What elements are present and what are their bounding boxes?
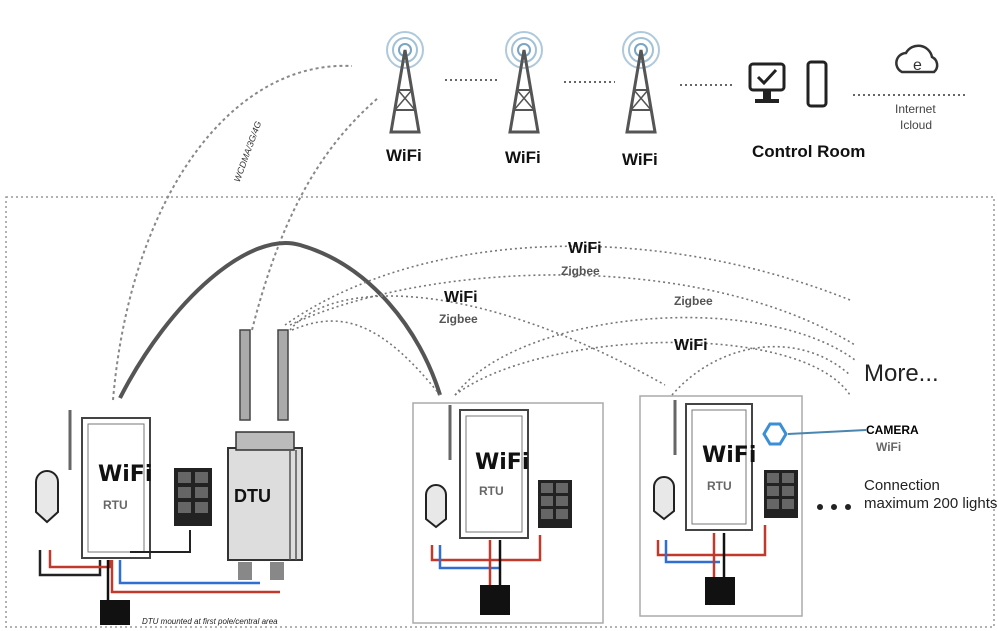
rtu1-to-tower-link — [112, 64, 353, 401]
solar-panel-1-icon — [174, 468, 212, 526]
dtu-label: DTU — [234, 486, 271, 506]
zigbee-link-label-right: Zigbee — [674, 294, 713, 308]
battery-1-icon — [100, 600, 130, 625]
battery-2-icon — [480, 585, 510, 615]
solar-panel-2-icon — [538, 480, 572, 528]
zigbee-link-label-top: Zigbee — [561, 264, 600, 278]
zigbee-link-label-mid: Zigbee — [439, 312, 478, 326]
local-area-border — [5, 196, 995, 628]
rtu-1-sub: RTU — [103, 498, 128, 512]
rtu-2-frame — [412, 402, 604, 624]
connection-note-line2: maximum 200 lights — [864, 495, 998, 512]
rtu-3-title: WiFi — [702, 443, 757, 468]
camera-link — [787, 429, 867, 435]
tower-3-icon — [622, 31, 660, 134]
mesh-links — [284, 245, 856, 396]
monitor-icon — [748, 62, 786, 103]
rtu-2-title: WiFi — [475, 450, 530, 475]
camera-label: CAMERA — [866, 423, 919, 437]
camera-icon — [762, 422, 788, 446]
control-room-label: Control Room — [752, 142, 866, 161]
tower-2-icon — [505, 31, 543, 134]
dtu-note: DTU mounted at first pole/central area — [142, 617, 278, 626]
tower-2-label: WiFi — [505, 148, 541, 167]
wifi-link-label-right: WiFi — [674, 337, 708, 354]
rtu-3-frame — [639, 395, 803, 617]
phone-icon — [806, 60, 828, 108]
rtu-2-sub: RTU — [479, 484, 504, 498]
ellipsis-dot — [831, 504, 837, 510]
ellipsis-dot — [817, 504, 823, 510]
rtu-1-unit — [35, 410, 280, 625]
wifi-link-label-top: WiFi — [568, 240, 602, 257]
rtu-2-unit — [425, 405, 572, 615]
svg-text:e: e — [913, 57, 922, 74]
rtu-3-unit — [653, 400, 798, 605]
tower-1-icon — [386, 31, 424, 134]
dtu-device — [227, 329, 303, 580]
camera-sub-label: WiFi — [876, 440, 902, 454]
dtu-to-tower-link — [251, 97, 379, 331]
ellipsis-dot — [845, 504, 851, 510]
battery-3-icon — [705, 577, 735, 605]
rtu-1-title: WiFi — [98, 462, 153, 487]
wifi-link-label-mid: WiFi — [444, 289, 478, 306]
internet-label: Internet — [895, 102, 936, 116]
more-label: More... — [864, 360, 939, 387]
tower-3-label: WiFi — [622, 150, 658, 169]
solar-panel-3-icon — [764, 470, 798, 518]
connection-note-line1: Connection — [864, 477, 940, 494]
rtu-3-sub: RTU — [707, 479, 732, 493]
backbone-arc — [118, 241, 442, 399]
tower-1-label: WiFi — [386, 146, 422, 165]
cloud-icon: e — [895, 44, 939, 74]
icloud-label: Icloud — [900, 118, 933, 132]
